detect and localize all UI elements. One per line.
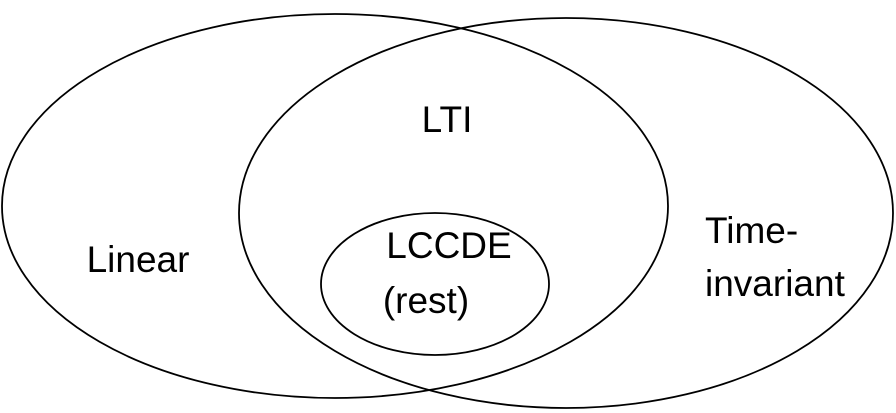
lccde-label-line-2: (rest) xyxy=(383,280,469,321)
lccde-label-line-1: LCCDE xyxy=(386,225,511,266)
time-invariant-label-line-1: Time- xyxy=(705,210,798,251)
lccde-set-ellipse xyxy=(320,212,550,356)
linear-set-ellipse xyxy=(1,13,669,399)
lti-label: LTI xyxy=(422,99,473,140)
time-invariant-set-ellipse xyxy=(238,17,894,409)
linear-label: Linear xyxy=(87,239,190,280)
time-invariant-label-line-2: invariant xyxy=(705,263,846,304)
